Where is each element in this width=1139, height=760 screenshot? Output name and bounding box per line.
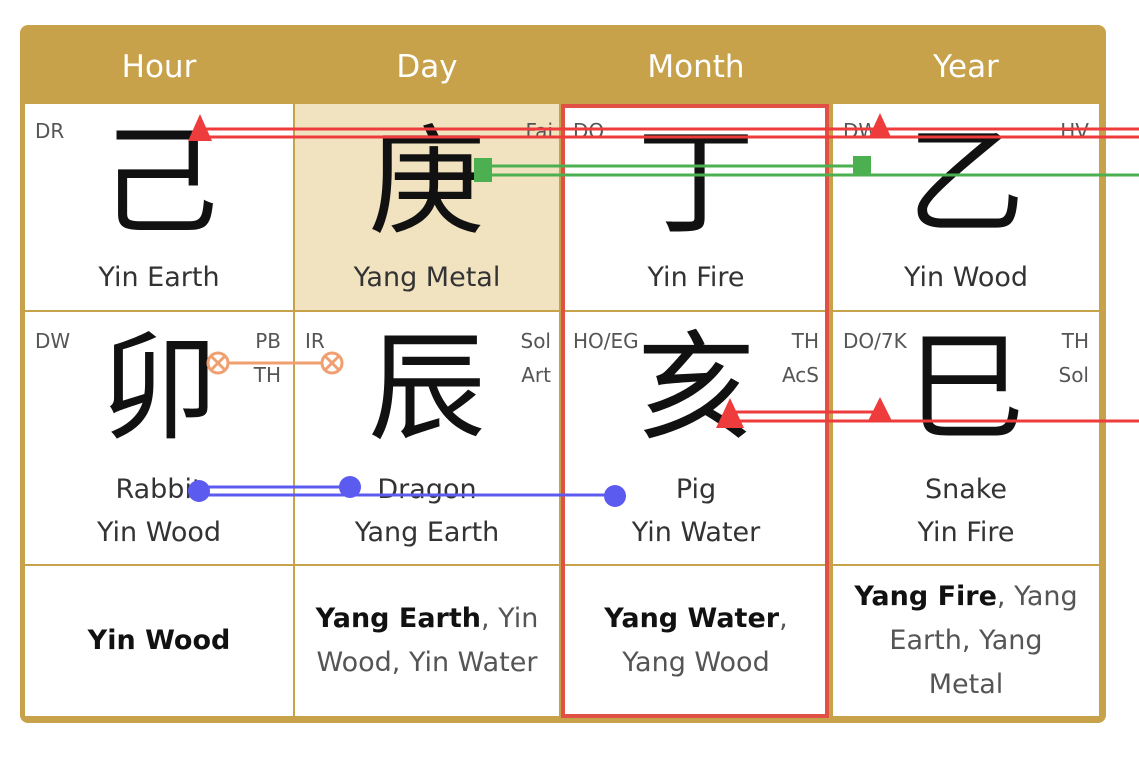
hidden-stems-text: Yin Wood (45, 566, 273, 716)
stem-tag-right: HV (1060, 119, 1089, 143)
hidden-stem-main: Yang Water (604, 603, 780, 634)
branch-animal: Pig (675, 474, 717, 505)
stem-cell-hour[interactable]: DR 己 Yin Earth (25, 104, 293, 310)
hidden-stem-main: Yang Earth (315, 603, 482, 634)
branch-animal: Dragon (377, 474, 477, 505)
branch-cell-hour[interactable]: DW PB TH 卯 Rabbit Yin Wood (25, 312, 293, 564)
branch-element: Yin Wood (96, 517, 222, 548)
branch-element: Yin Fire (917, 517, 1015, 548)
stem-glyph: 丁 (636, 113, 755, 251)
branch-tag-right-2: Art (521, 363, 551, 387)
hidden-stem-main: Yin Wood (87, 625, 231, 656)
branch-tag-right-2: AcS (781, 363, 819, 387)
branch-tag-right-1: TH (791, 329, 819, 353)
stem-element: Yin Fire (647, 262, 745, 293)
stem-tag-right: Fai (525, 119, 553, 143)
branch-cell-day[interactable]: IR Sol Art 辰 Dragon Yang Earth (295, 312, 559, 564)
stem-element: Yin Earth (98, 262, 220, 293)
branch-tag-left: IR (305, 329, 325, 353)
stem-cell-month[interactable]: DO 丁 Yin Fire (563, 104, 829, 310)
branch-glyph: 巳 (906, 319, 1025, 457)
hidden-stem-main: Yang Fire (854, 581, 997, 612)
branch-tag-right-1: Sol (520, 329, 552, 353)
branch-tag-left: DO/7K (843, 329, 907, 353)
branch-glyph: 卯 (99, 319, 218, 457)
branch-tag-left: DW (35, 329, 71, 353)
stem-element: Yin Wood (903, 262, 1029, 293)
stem-glyph: 庚 (367, 113, 486, 251)
stem-element: Yang Metal (353, 262, 501, 293)
hidden-stems-text: Yang Water, Yang Wood (583, 566, 809, 716)
column-header-year: Year (933, 49, 999, 85)
branch-cell-month[interactable]: HO/EG TH AcS 亥 Pig Yin Water (563, 312, 829, 564)
branch-element: Yin Water (631, 517, 761, 548)
column-header-month: Month (647, 49, 745, 85)
stem-tag-left: DO (573, 119, 605, 143)
branch-tag-right-1: PB (255, 329, 281, 353)
hidden-stem-rest: Wood, Yin Water (316, 647, 538, 678)
column-header-hour: Hour (121, 49, 197, 85)
stem-cell-year[interactable]: DW HV 乙 Yin Wood (833, 104, 1099, 310)
branch-animal: Rabbit (115, 474, 203, 505)
branch-tag-right-2: Sol (1058, 363, 1090, 387)
branch-tag-left: HO/EG (573, 329, 639, 353)
branch-glyph: 辰 (367, 319, 486, 457)
stem-glyph: 乙 (906, 113, 1025, 251)
branch-element: Yang Earth (354, 517, 500, 548)
hidden-stems-cell-hour[interactable]: Yin Wood (25, 566, 293, 716)
branch-animal: Snake (924, 474, 1008, 505)
stem-cell-day[interactable]: Fai 庚 Yang Metal (295, 104, 559, 310)
branch-tag-right-2: TH (253, 363, 281, 387)
hidden-stem-rest: , (779, 603, 788, 634)
stem-tag-left: DR (35, 119, 65, 143)
hidden-stem-rest: , Yin (481, 603, 539, 634)
stem-glyph: 己 (99, 113, 218, 251)
branch-tag-right-1: TH (1061, 329, 1089, 353)
branch-glyph: 亥 (636, 319, 755, 457)
hidden-stem-rest: Earth, Yang Metal (889, 625, 1043, 700)
branch-cell-year[interactable]: DO/7K TH Sol 巳 Snake Yin Fire (833, 312, 1099, 564)
column-header-day: Day (396, 49, 458, 85)
hidden-stem-rest: Yang Wood (622, 647, 770, 678)
hidden-stem-rest: , Yang (996, 581, 1078, 612)
hidden-stems-cell-month[interactable]: Yang Water, Yang Wood (563, 566, 829, 716)
